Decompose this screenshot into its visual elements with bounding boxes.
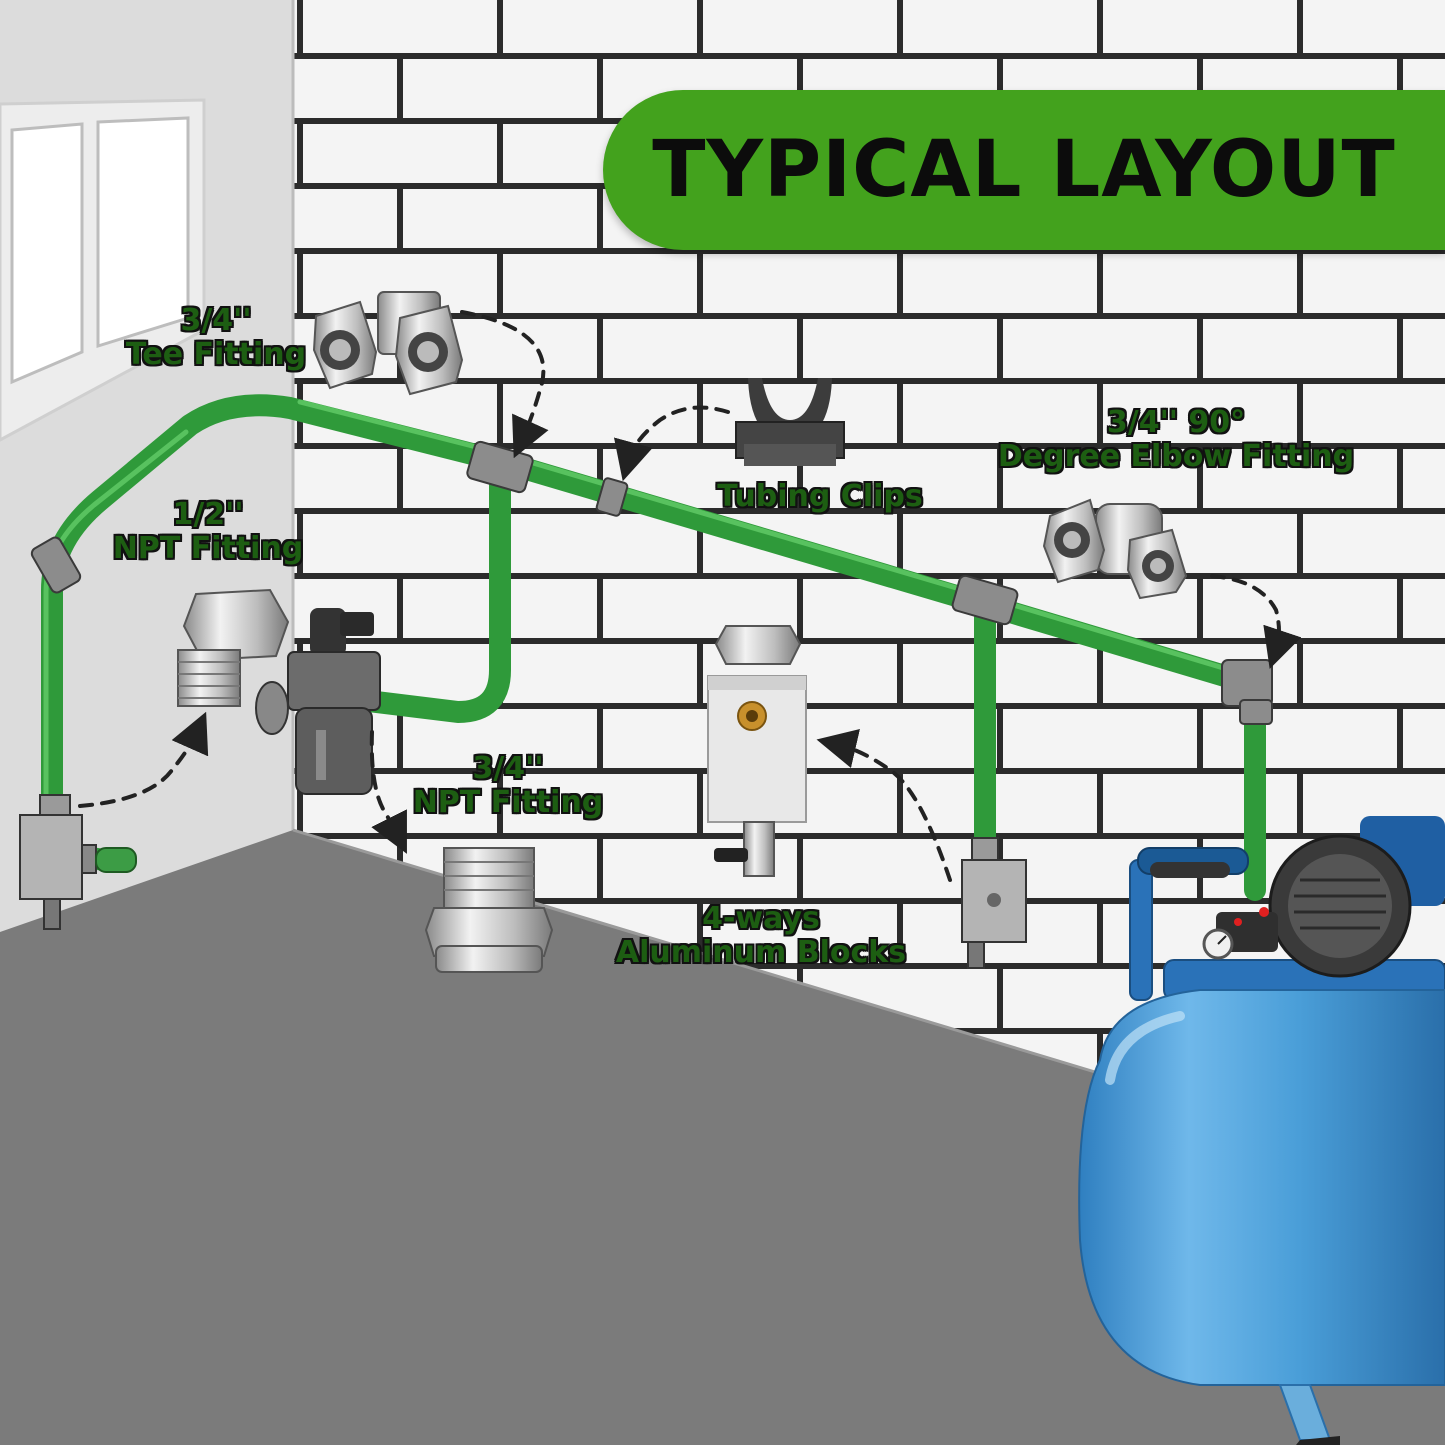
aluminum-block-image — [707, 625, 807, 877]
air-compressor — [1078, 816, 1445, 1445]
elbow-fitting-image — [1042, 498, 1188, 600]
three-quarter-npt-fitting-image — [424, 847, 554, 973]
block-arrow — [816, 729, 952, 882]
elbow-arrow — [1210, 574, 1302, 669]
elbow-fitting-label: 3/4'' 90° Degree Elbow Fitting — [986, 406, 1366, 473]
aluminum-blocks-label-count: 4-ways — [702, 901, 820, 936]
tee-fitting-label-size: 3/4'' — [180, 303, 252, 338]
aluminum-blocks-label-name: Aluminum Blocks — [615, 934, 907, 970]
aluminum-blocks-label: 4-ways Aluminum Blocks — [588, 902, 934, 969]
regulator-drop-pipe — [349, 467, 511, 723]
pointer-arrows — [78, 310, 1302, 882]
three-quarter-npt-fitting-label: 3/4'' NPT Fitting — [398, 752, 618, 819]
clip-arrow — [613, 405, 730, 482]
three-quarter-npt-fitting-label-size: 3/4'' — [472, 751, 544, 786]
right-outlet-block — [961, 837, 1027, 969]
floor — [0, 830, 1445, 1445]
tee-fitting-label: 3/4'' Tee Fitting — [108, 304, 324, 371]
three-quarter-npt-fitting-label-name: NPT Fitting — [412, 784, 604, 820]
banner-title: TYPICAL LAYOUT — [652, 125, 1396, 215]
filter-regulator — [255, 608, 381, 795]
floor-edge — [292, 828, 1096, 1074]
half-npt-fitting-label: 1/2'' NPT Fitting — [98, 498, 318, 565]
pipe-fittings — [30, 440, 1273, 725]
title-banner: TYPICAL LAYOUT — [603, 90, 1445, 250]
three-quarter-npt-arrow — [369, 730, 407, 854]
half-npt-fitting-image — [177, 588, 290, 707]
half-npt-fitting-label-name: NPT Fitting — [112, 530, 304, 566]
half-npt-arrow — [78, 711, 209, 808]
tubing-clips-label-name: Tubing Clips — [717, 479, 923, 514]
tubing-clip-image — [735, 378, 845, 466]
elbow-fitting-label-name: Degree Elbow Fitting — [997, 438, 1355, 474]
left-outlet-block — [19, 794, 137, 930]
half-npt-fitting-label-size: 1/2'' — [172, 497, 244, 532]
tubing-clips-label: Tubing Clips — [700, 480, 940, 514]
tee-fitting-image — [312, 291, 464, 396]
elbow-fitting-label-size: 3/4'' 90° — [1106, 405, 1246, 440]
window — [0, 98, 206, 442]
tee-arrow — [460, 310, 549, 459]
tee-fitting-label-name: Tee Fitting — [125, 336, 307, 372]
